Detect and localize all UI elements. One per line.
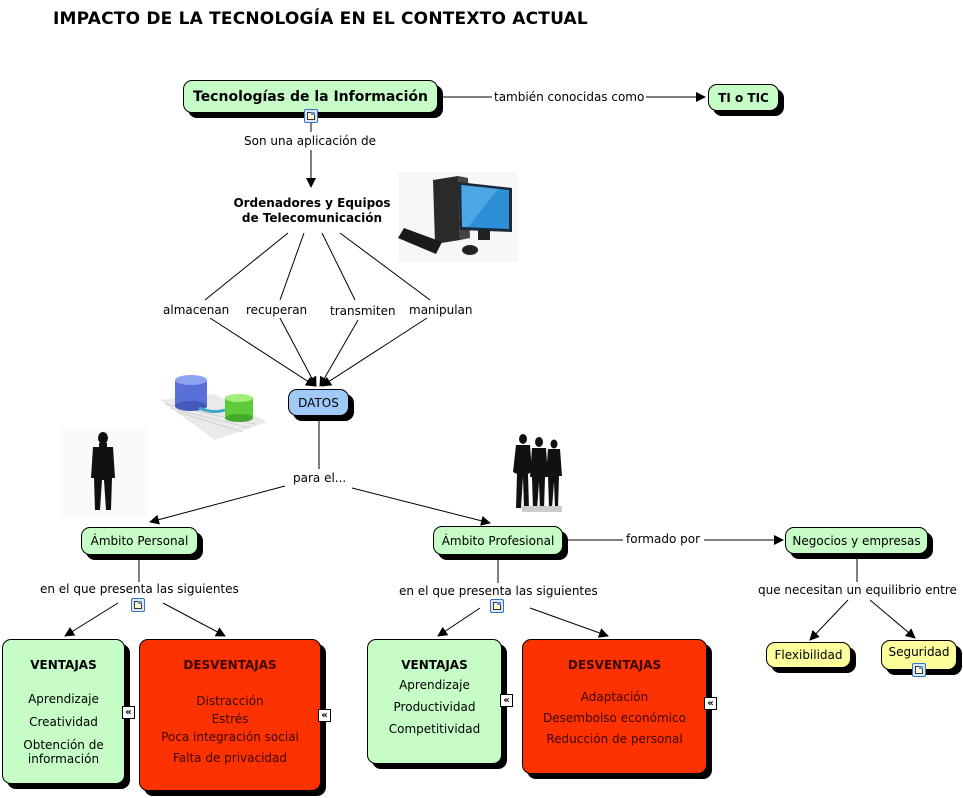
link-label-formado-por: formado por <box>624 532 702 546</box>
box-title: VENTAJAS <box>30 658 97 672</box>
expand-collapse-icon[interactable]: « <box>318 709 331 722</box>
business-people-image <box>513 434 562 512</box>
concept-label-line2: de Telecomunicación <box>241 211 383 225</box>
box-item: Falta de privacidad <box>172 751 288 765</box>
concept-label: Negocios y empresas <box>792 533 921 548</box>
box-item: Adaptación <box>580 690 649 704</box>
box-item: Desembolso económico <box>543 711 686 725</box>
personal-ventajas-box[interactable]: VENTAJAS Aprendizaje Creatividad Obtenci… <box>2 639 125 784</box>
resource-attachment-icon[interactable] <box>912 663 926 677</box>
box-item: Reducción de personal <box>546 732 683 746</box>
link-label-transmiten: transmiten <box>328 304 398 318</box>
resource-attachment-icon[interactable] <box>490 599 504 613</box>
concept-datos[interactable]: DATOS <box>288 389 349 416</box>
resource-attachment-icon[interactable] <box>304 109 318 123</box>
person-silhouette-image <box>60 430 148 518</box>
link-label-almacenan: almacenan <box>161 303 232 317</box>
link-label-para-el: para el... <box>291 471 349 485</box>
profesional-desventajas-box[interactable]: DESVENTAJAS Adaptación Desembolso económ… <box>522 639 707 774</box>
box-item: Competitividad <box>388 722 481 736</box>
concept-tecnologias-informacion[interactable]: Tecnologías de la Información <box>183 80 438 113</box>
resource-attachment-icon[interactable] <box>131 598 145 612</box>
box-item: Aprendizaje <box>399 678 470 692</box>
concept-ordenadores[interactable]: Ordenadores y Equipos de Telecomunicació… <box>222 196 402 226</box>
concept-negocios-empresas[interactable]: Negocios y empresas <box>785 527 928 554</box>
concept-label: Tecnologías de la Información <box>193 88 428 105</box>
concept-ambito-profesional[interactable]: Ámbito Profesional <box>433 526 563 555</box>
link-label-son-una-aplicacion: Son una aplicación de <box>242 134 379 148</box>
concept-label: TI o TIC <box>718 90 769 105</box>
link-label-tambien: también conocidas como <box>492 90 647 104</box>
concept-label: Flexibilidad <box>774 648 843 662</box>
concept-label: Ámbito Profesional <box>441 533 555 548</box>
box-item: información <box>27 752 100 766</box>
link-label-presenta-profesional: en el que presenta las siguientes <box>397 584 600 598</box>
concept-label: DATOS <box>298 395 339 410</box>
link-label-manipulan: manipulan <box>407 303 475 317</box>
personal-desventajas-box[interactable]: DESVENTAJAS Distracción Estrés Poca inte… <box>139 639 321 791</box>
link-label-presenta-personal: en el que presenta las siguientes <box>38 582 241 596</box>
expand-collapse-icon[interactable]: « <box>704 697 717 710</box>
box-item: Aprendizaje <box>28 692 99 706</box>
link-label-recuperan: recuperan <box>244 303 310 317</box>
box-item: Poca integración social <box>161 730 299 744</box>
box-item: Productividad <box>393 700 476 714</box>
database-image <box>160 375 267 440</box>
computer-image <box>398 172 518 262</box>
expand-collapse-icon[interactable]: « <box>500 694 513 707</box>
box-item: Obtención de <box>23 738 104 752</box>
box-title: VENTAJAS <box>401 658 468 672</box>
expand-collapse-icon[interactable]: « <box>122 706 135 719</box>
concept-label-line1: Ordenadores y Equipos <box>233 196 391 210</box>
link-label-necesitan: que necesitan un equilibrio entre <box>756 583 959 597</box>
box-title: DESVENTAJAS <box>567 658 662 672</box>
profesional-ventajas-box[interactable]: VENTAJAS Aprendizaje Productividad Compe… <box>367 639 502 764</box>
box-item: Distracción <box>196 694 264 708</box>
box-title: DESVENTAJAS <box>183 658 277 672</box>
box-item: Estrés <box>211 712 249 726</box>
concept-flexibilidad[interactable]: Flexibilidad <box>766 642 851 668</box>
concept-label: Ámbito Personal <box>90 534 189 548</box>
page-title: IMPACTO DE LA TECNOLOGÍA EN EL CONTEXTO … <box>53 9 588 29</box>
concept-label: Seguridad <box>888 645 950 659</box>
concept-ambito-personal[interactable]: Ámbito Personal <box>81 527 198 555</box>
box-item: Creatividad <box>29 715 98 729</box>
concept-ti-o-tic[interactable]: TI o TIC <box>708 84 779 111</box>
